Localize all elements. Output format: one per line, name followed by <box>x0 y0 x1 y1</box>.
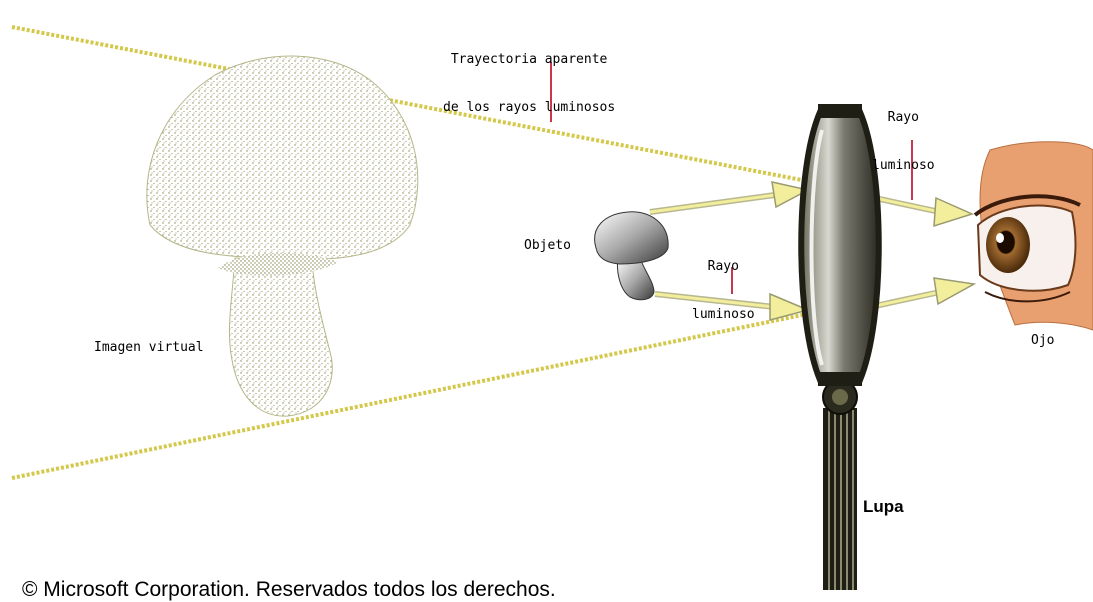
label-magnifier: Lupa <box>863 497 904 517</box>
eye-highlight <box>996 233 1004 243</box>
label-apparent-path-line2: de los rayos luminosos <box>443 100 615 116</box>
label-ray-middle-line2: luminoso <box>692 307 755 323</box>
label-apparent-path-line1: Trayectoria aparente <box>443 52 615 68</box>
copyright-notice: © Microsoft Corporation. Reservados todo… <box>22 578 556 602</box>
label-ray-middle-line1: Rayo <box>692 259 755 275</box>
arrow-lower-right <box>934 278 974 304</box>
lens-frame-top <box>818 104 862 118</box>
label-ray-top: Rayo luminoso <box>872 78 935 190</box>
eye-iris <box>986 217 1030 273</box>
small-mushroom-icon <box>595 212 669 300</box>
eye-icon <box>975 142 1093 330</box>
ray-upper-object-to-lens-fill <box>650 195 775 212</box>
lens-joint-center <box>832 389 848 405</box>
ray-lower-lens-to-eye-fill <box>875 292 940 306</box>
label-virtual-image: Imagen virtual <box>94 340 204 356</box>
magnifying-lens-icon <box>801 104 879 590</box>
ray-upper-lens-to-eye-fill <box>875 198 940 212</box>
label-ray-middle: Rayo luminoso <box>692 227 755 339</box>
label-object: Objeto <box>524 238 571 254</box>
arrow-upper-right <box>934 198 972 226</box>
lens-frame-bottom <box>818 372 862 386</box>
label-ray-top-line2: luminoso <box>872 158 935 174</box>
large-mushroom-icon <box>147 56 418 416</box>
label-apparent-path: Trayectoria aparente de los rayos lumino… <box>443 20 615 132</box>
label-eye: Ojo <box>1031 333 1054 349</box>
label-ray-top-line1: Rayo <box>872 110 935 126</box>
